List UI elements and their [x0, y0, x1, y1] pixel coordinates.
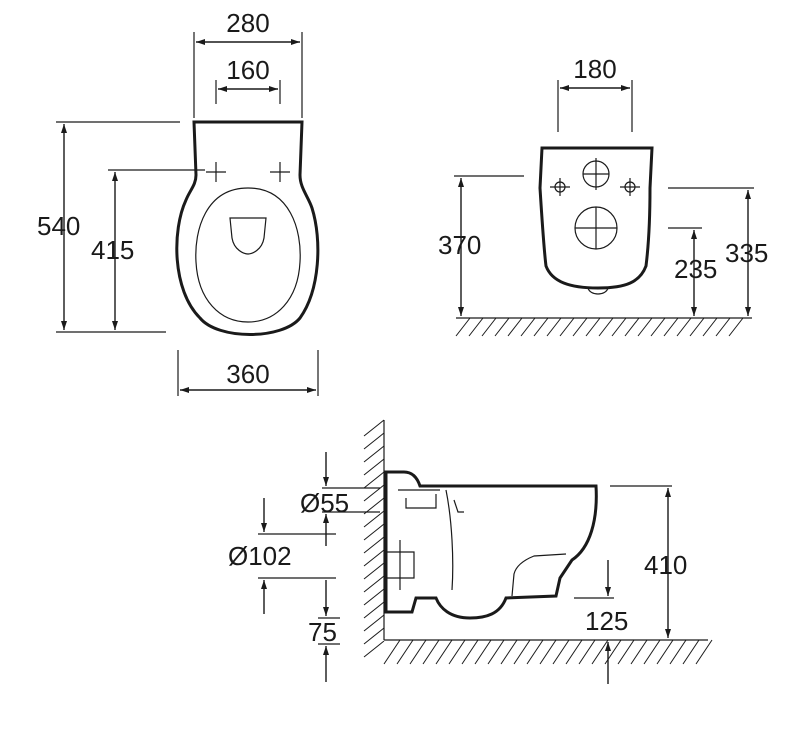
hatch-line — [533, 317, 549, 337]
hatch-line — [481, 317, 497, 337]
dim-fixing-height: 415 — [91, 235, 134, 265]
hatch-line — [363, 458, 385, 476]
hatch-line — [630, 639, 648, 665]
rear-view-outline — [538, 146, 654, 290]
hatch-line — [637, 317, 653, 337]
hatch-line — [363, 536, 385, 554]
hatch-line — [461, 639, 479, 665]
hatch-line — [695, 639, 713, 665]
dim-outlet-diameter: Ø102 — [228, 541, 292, 571]
hatch-line — [598, 317, 614, 337]
hatch-line — [474, 639, 492, 665]
hatch-line — [363, 614, 385, 632]
dim-inlet-diameter: Ø55 — [300, 488, 349, 518]
wall-hatch — [363, 419, 385, 658]
hatch-line — [611, 317, 627, 337]
hatch-line — [455, 317, 471, 337]
hatch-line — [363, 523, 385, 541]
hatch-line — [682, 639, 700, 665]
hatch-line — [572, 317, 588, 337]
floor-hatch-rear — [455, 317, 744, 337]
hatch-line — [715, 317, 731, 337]
hatch-line — [363, 627, 385, 645]
hatch-line — [539, 639, 557, 665]
hatch-line — [468, 317, 484, 337]
hatch-line — [363, 471, 385, 489]
fixing-mark-left — [206, 162, 226, 182]
hatch-line — [546, 317, 562, 337]
hatch-line — [448, 639, 466, 665]
hatch-line — [409, 639, 427, 665]
dim-rear-fixing-spacing: 180 — [573, 54, 616, 84]
hatch-line — [663, 317, 679, 337]
hatch-line — [526, 639, 544, 665]
hatch-line — [363, 601, 385, 619]
hatch-line — [689, 317, 705, 337]
hatch-line — [676, 317, 692, 337]
dim-outlet-offset: 75 — [308, 617, 337, 647]
hatch-line — [669, 639, 687, 665]
hatch-line — [552, 639, 570, 665]
dim-bowl-width: 360 — [226, 359, 269, 389]
hatch-line — [363, 419, 385, 437]
hatch-line — [396, 639, 414, 665]
rear-view: 180 370 235 335 — [438, 54, 768, 337]
hatch-line — [591, 639, 609, 665]
hatch-line — [363, 510, 385, 528]
side-view: Ø55 Ø102 75 410 125 — [228, 419, 713, 684]
dim-overall-width: 280 — [226, 8, 269, 38]
hatch-line — [363, 445, 385, 463]
seat-opening — [195, 187, 301, 323]
hatch-line — [513, 639, 531, 665]
side-view-outline — [384, 470, 598, 620]
hatch-line — [643, 639, 661, 665]
hatch-line — [578, 639, 596, 665]
hatch-line — [507, 317, 523, 337]
hatch-line — [435, 639, 453, 665]
hatch-line — [422, 639, 440, 665]
hatch-line — [363, 588, 385, 606]
hatch-line — [363, 562, 385, 580]
hatch-line — [383, 639, 401, 665]
dim-outlet-height: 235 — [674, 254, 717, 284]
front-view-outline — [175, 120, 320, 336]
hatch-line — [363, 497, 385, 515]
hatch-line — [363, 549, 385, 567]
dim-base-clearance: 125 — [585, 606, 628, 636]
front-view: 280 160 540 415 360 — [37, 8, 320, 396]
dim-rear-fixing-height: 370 — [438, 230, 481, 260]
hatch-line — [494, 317, 510, 337]
hatch-line — [363, 484, 385, 502]
hatch-line — [363, 640, 385, 658]
dim-total-height: 540 — [37, 211, 80, 241]
dim-rim-height: 410 — [644, 550, 687, 580]
flush-hole — [229, 217, 267, 255]
hatch-line — [559, 317, 575, 337]
hatch-line — [617, 639, 635, 665]
hatch-line — [565, 639, 583, 665]
hatch-line — [487, 639, 505, 665]
dim-fixing-spacing: 160 — [226, 55, 269, 85]
hatch-line — [624, 317, 640, 337]
hatch-line — [702, 317, 718, 337]
hatch-line — [500, 639, 518, 665]
fixing-mark-right — [270, 162, 290, 182]
floor-hatch-side — [383, 639, 713, 665]
hatch-line — [585, 317, 601, 337]
dim-rear-total-height: 335 — [725, 238, 768, 268]
hatch-line — [520, 317, 536, 337]
hatch-line — [656, 639, 674, 665]
hatch-line — [363, 575, 385, 593]
hatch-line — [363, 432, 385, 450]
hatch-line — [728, 317, 744, 337]
hatch-line — [650, 317, 666, 337]
